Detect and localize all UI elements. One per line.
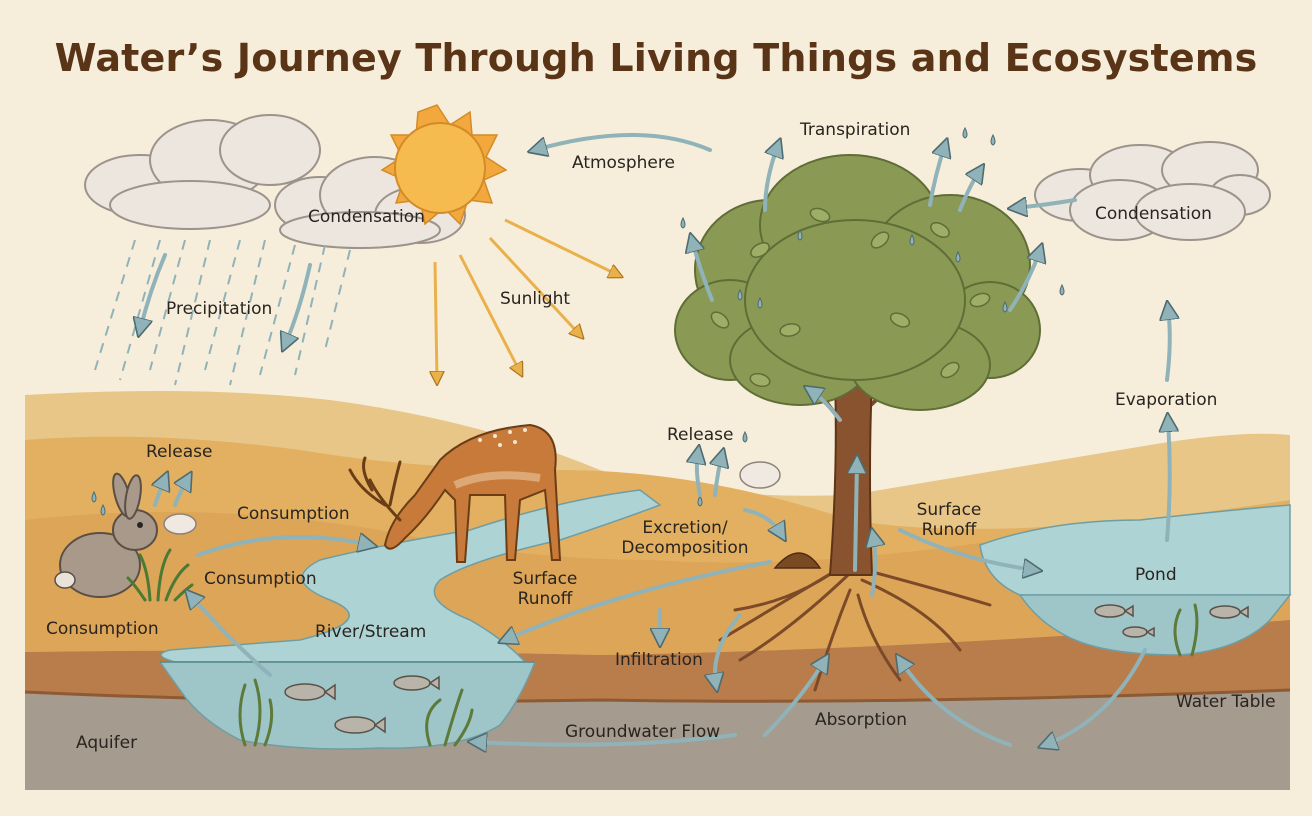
label-excretion-line2: Decomposition bbox=[621, 538, 749, 558]
label-surface-runoff-right-line1: Surface bbox=[916, 500, 982, 520]
label-excretion-decomposition: Excretion/ Decomposition bbox=[610, 518, 760, 558]
label-surface-runoff-center-line2: Runoff bbox=[517, 589, 573, 609]
rabbit bbox=[54, 472, 158, 598]
deer bbox=[348, 423, 562, 563]
process-arrows bbox=[140, 133, 1170, 745]
fish bbox=[284, 604, 1249, 734]
label-atmosphere: Atmosphere bbox=[572, 153, 675, 173]
label-condensation-right: Condensation bbox=[1095, 204, 1212, 224]
label-aquifer: Aquifer bbox=[76, 733, 138, 753]
label-surface-runoff-center-line1: Surface bbox=[512, 569, 578, 589]
label-pond: Pond bbox=[1135, 565, 1177, 585]
cloud-right bbox=[1034, 141, 1271, 241]
label-consumption-rabbit: Consumption bbox=[204, 569, 317, 589]
label-surface-runoff-right-line2: Runoff bbox=[921, 520, 977, 540]
label-water-table: Water Table bbox=[1176, 692, 1276, 712]
sunlight-rays bbox=[435, 218, 618, 380]
label-consumption-deer: Consumption bbox=[237, 504, 350, 524]
label-precipitation: Precipitation bbox=[166, 299, 273, 319]
breath-puffs bbox=[163, 461, 781, 535]
label-excretion-line1: Excretion/ bbox=[642, 518, 728, 538]
page-title: Water’s Journey Through Living Things an… bbox=[54, 36, 1258, 80]
tree-leaves bbox=[710, 207, 991, 388]
ground-shade bbox=[25, 512, 1290, 655]
label-transpiration: Transpiration bbox=[800, 120, 911, 140]
label-river-stream: River/Stream bbox=[315, 622, 427, 642]
label-evaporation: Evaporation bbox=[1115, 390, 1218, 410]
label-surface-runoff-center: Surface Runoff bbox=[505, 569, 585, 609]
label-surface-runoff-right: Surface Runoff bbox=[909, 500, 989, 540]
label-absorption: Absorption bbox=[815, 710, 908, 730]
water-droplets bbox=[91, 126, 1065, 516]
river-pool bbox=[158, 661, 537, 750]
water-plants bbox=[238, 603, 1199, 747]
label-release-rabbit: Release bbox=[146, 442, 213, 462]
label-condensation-left: Condensation bbox=[308, 207, 425, 227]
label-infiltration: Infiltration bbox=[615, 650, 703, 670]
label-sunlight: Sunlight bbox=[500, 289, 571, 309]
rain bbox=[94, 239, 351, 386]
river-surface bbox=[160, 489, 662, 663]
label-consumption-left: Consumption bbox=[46, 619, 159, 639]
label-release-center: Release bbox=[667, 425, 734, 445]
tree-trunk bbox=[828, 379, 874, 576]
sun-icon bbox=[380, 104, 508, 226]
decomposition-pile bbox=[773, 552, 822, 569]
pond-surface bbox=[979, 504, 1291, 596]
label-groundwater-flow: Groundwater Flow bbox=[565, 722, 721, 742]
tree-canopy bbox=[674, 154, 1041, 411]
